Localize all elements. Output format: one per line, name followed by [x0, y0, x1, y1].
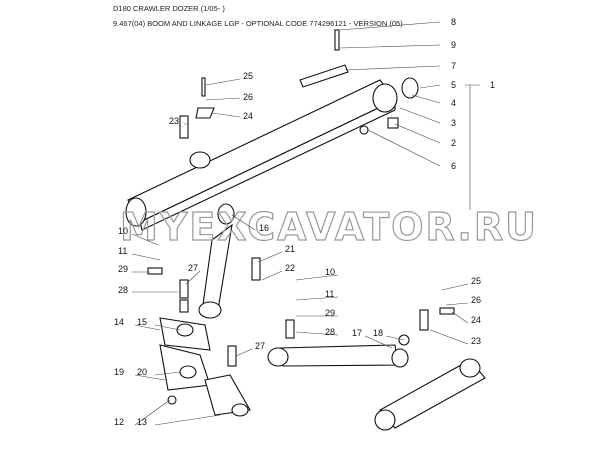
callout-7: 7: [451, 61, 456, 71]
callout-2: 2: [451, 138, 456, 148]
callout-19: 19: [114, 367, 124, 377]
callout-20: 20: [137, 367, 147, 377]
callout-14: 14: [114, 317, 124, 327]
callout-25b: 25: [471, 276, 481, 286]
callout-11: 11: [118, 246, 127, 256]
callout-16: 16: [259, 223, 269, 233]
callout-10b: 10: [325, 267, 335, 277]
callout-28: 28: [118, 285, 128, 295]
callout-18: 18: [373, 328, 383, 338]
callout-17: 17: [352, 328, 362, 338]
callout-25: 25: [243, 71, 253, 81]
watermark: MYEXCAVATOR.RU: [120, 205, 538, 249]
callout-21: 21: [285, 244, 295, 254]
linkage-left: [147, 203, 261, 417]
callout-28b: 28: [325, 327, 335, 337]
callout-10: 10: [118, 226, 128, 236]
callout-5: 5: [451, 80, 456, 90]
callout-27b: 27: [255, 341, 265, 351]
callout-26b: 26: [471, 295, 481, 305]
diagram-subtitle: 9.467(04) BOOM AND LINKAGE LGP - OPTIONA…: [113, 19, 403, 28]
callout-23: 23: [169, 116, 179, 126]
callout-12: 12: [114, 417, 124, 427]
callout-23b: 23: [471, 336, 481, 346]
callout-27: 27: [188, 263, 198, 273]
callout-24b: 24: [471, 315, 481, 325]
callout-15: 15: [137, 317, 147, 327]
callout-29: 29: [118, 264, 128, 274]
callout-leaders: [131, 21, 480, 426]
callout-6: 6: [451, 161, 456, 171]
callout-24: 24: [243, 111, 253, 121]
callout-8: 8: [451, 17, 456, 27]
callout-4: 4: [451, 98, 456, 108]
callout-1: 1: [490, 80, 495, 90]
callout-29b: 29: [325, 308, 335, 318]
callout-9: 9: [451, 40, 456, 50]
callout-11b: 11: [325, 289, 334, 299]
callout-26: 26: [243, 92, 253, 102]
callout-22: 22: [285, 263, 295, 273]
callout-13: 13: [137, 417, 147, 427]
cylinders: [267, 307, 486, 431]
callout-numbers: 8 9 7 5 1 4 3 2 6 25 26 24 23 16 10 11 2…: [114, 17, 495, 427]
callout-3: 3: [451, 118, 456, 128]
diagram-title: D180 CRAWLER DOZER (1/05- ): [113, 4, 225, 13]
boom-assembly: [125, 29, 419, 231]
